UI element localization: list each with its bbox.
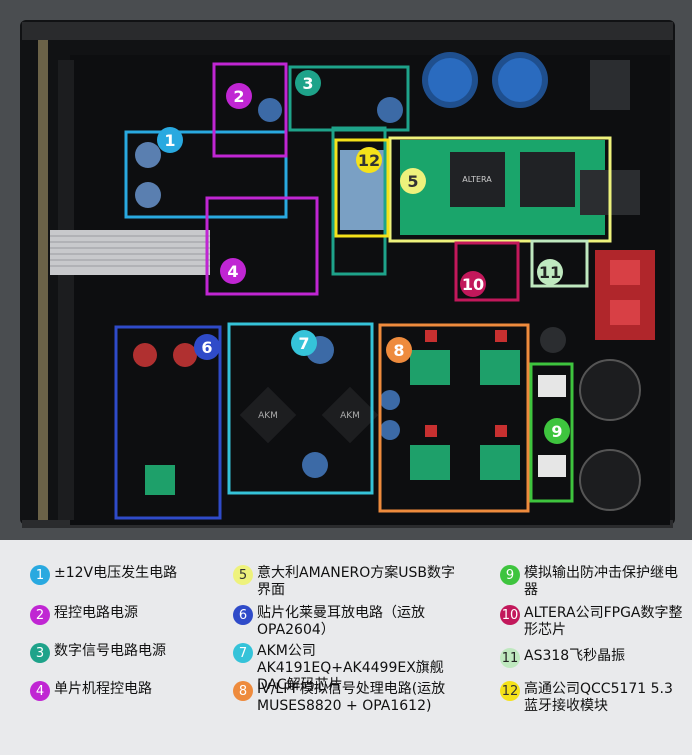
legend-badge-3: 3: [30, 643, 50, 663]
legend-item-10: 10 ALTERA公司FPGA数字整形芯片: [500, 605, 685, 639]
marker-7: 7: [291, 330, 317, 356]
legend-badge-5: 5: [233, 565, 253, 585]
legend-text-6: 贴片化莱曼耳放电路（运放OPA2604）: [257, 605, 425, 638]
legend-panel: 1 ±12V电压发生电路 2 程控电路电源 3 数字信号电路电源 4 单片机程控…: [0, 540, 692, 755]
legend-text-3: 数字信号电路电源: [54, 643, 166, 659]
marker-2: 2: [226, 83, 252, 109]
legend-item-3: 3 数字信号电路电源: [30, 643, 230, 663]
legend-badge-6: 6: [233, 605, 253, 625]
legend-badge-10: 10: [500, 605, 520, 625]
board-chip-label: ALTERA: [462, 175, 492, 184]
marker-3: 3: [295, 70, 321, 96]
legend-badge-11: 11: [500, 648, 520, 668]
legend-badge-12: 12: [500, 681, 520, 701]
legend-text-11: AS318飞秒晶振: [524, 648, 626, 664]
legend-text-4: 单片机程控电路: [54, 681, 152, 697]
legend-badge-8: 8: [233, 681, 253, 701]
legend-item-2: 2 程控电路电源: [30, 605, 230, 625]
legend-text-10: ALTERA公司FPGA数字整形芯片: [524, 605, 683, 638]
legend-badge-2: 2: [30, 605, 50, 625]
marker-11: 11: [537, 259, 563, 285]
legend-text-9: 模拟输出防冲击保护继电器: [524, 565, 678, 598]
marker-8: 8: [386, 337, 412, 363]
marker-12: 12: [356, 147, 382, 173]
legend-item-12: 12 高通公司QCC5171 5.3蓝牙接收模块: [500, 681, 685, 715]
legend-item-6: 6 贴片化莱曼耳放电路（运放OPA2604）: [233, 605, 463, 639]
legend-item-5: 5 意大利AMANERO方案USB数字界面: [233, 565, 463, 599]
legend-text-5: 意大利AMANERO方案USB数字界面: [257, 565, 456, 598]
legend-text-1: ±12V电压发生电路: [54, 565, 178, 581]
legend-badge-1: 1: [30, 565, 50, 585]
dac-right-label: AKM: [340, 411, 360, 421]
legend-text-2: 程控电路电源: [54, 605, 138, 621]
legend-badge-9: 9: [500, 565, 520, 585]
legend-text-12: 高通公司QCC5171 5.3蓝牙接收模块: [524, 681, 673, 714]
marker-5: 5: [400, 168, 426, 194]
legend-item-4: 4 单片机程控电路: [30, 681, 230, 701]
legend-item-7: 7 AKM公司AK4191EQ+AK4499EX旗舰DAC解码芯片: [233, 643, 463, 694]
marker-6: 6: [194, 334, 220, 360]
legend-text-7: AKM公司AK4191EQ+AK4499EX旗舰DAC解码芯片: [257, 643, 444, 693]
legend-badge-7: 7: [233, 643, 253, 663]
legend-text-8: IV/LPF模拟信号处理电路(运放MUSES8820 + OPA1612): [257, 681, 446, 714]
legend-item-11: 11 AS318飞秒晶振: [500, 648, 685, 668]
device-internal-board-illustration: ALTERA AKM AKM: [0, 0, 692, 540]
marker-1: 1: [157, 127, 183, 153]
marker-4: 4: [220, 258, 246, 284]
legend-item-8: 8 IV/LPF模拟信号处理电路(运放MUSES8820 + OPA1612): [233, 681, 463, 715]
marker-9: 9: [544, 418, 570, 444]
marker-10: 10: [460, 271, 486, 297]
legend-item-9: 9 模拟输出防冲击保护继电器: [500, 565, 685, 599]
legend-badge-4: 4: [30, 681, 50, 701]
dac-left-label: AKM: [258, 411, 278, 421]
device-photo: ALTERA AKM AKM: [0, 0, 692, 540]
legend-item-1: 1 ±12V电压发生电路: [30, 565, 230, 585]
